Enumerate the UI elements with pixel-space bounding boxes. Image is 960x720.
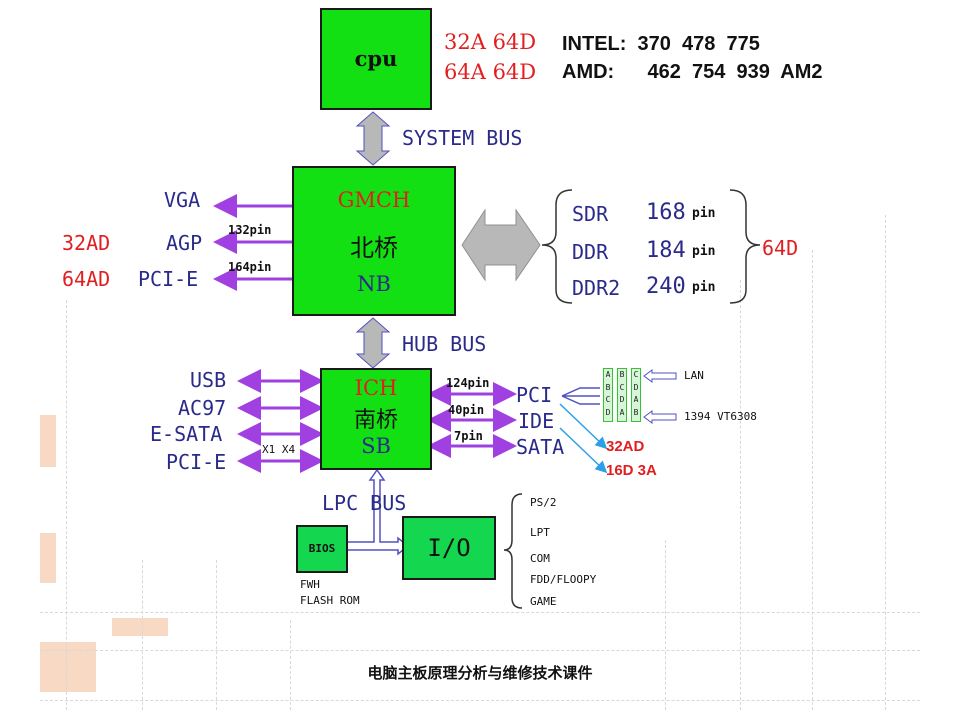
- pci-bus-width: 32AD: [606, 438, 645, 455]
- southbridge-cn-label: 南桥: [353, 408, 398, 433]
- system-bus-connector: [355, 111, 391, 166]
- northbridge-box: GMCH 北桥 NB: [292, 166, 456, 316]
- ac97-label: AC97: [178, 396, 227, 420]
- esata-label: E-SATA: [150, 422, 223, 446]
- page-caption: 电脑主板原理分析与维修技术课件: [367, 664, 593, 682]
- io-box: I/O: [402, 516, 496, 580]
- io-bracket: [503, 493, 523, 609]
- memory-unit-ddr2: pin: [692, 280, 716, 295]
- usb-label: USB: [190, 368, 227, 392]
- cpu-box: cpu: [320, 8, 432, 110]
- cpu-bus-width-2: 64A 64D: [444, 60, 537, 84]
- memory-bus-connector: [461, 208, 541, 282]
- hub-bus-connector: [355, 317, 391, 369]
- vga-label: VGA: [164, 188, 201, 212]
- firewire-label: 1394 VT6308: [684, 410, 757, 423]
- agp-pins-label: 132pin: [228, 223, 272, 237]
- southbridge-box: ICH 南桥 SB: [320, 368, 432, 470]
- pcie-lanes-label: X1 X4: [262, 443, 296, 456]
- bios-label: BIOS: [308, 542, 336, 555]
- sata-pins-label: 7pin: [454, 429, 483, 443]
- bios-fwh-note: FWH: [300, 578, 320, 591]
- io-item-com: COM: [530, 552, 550, 565]
- ide-width-pointer: [559, 427, 608, 474]
- bios-flash-note: FLASH ROM: [300, 594, 360, 607]
- firewire-connector: [643, 410, 677, 424]
- system-bus-label: SYSTEM BUS: [402, 126, 523, 150]
- cpu-bus-width-1: 32A 64D: [444, 30, 537, 54]
- nb-pcie-label: PCI-E: [138, 267, 199, 291]
- pcie-width-label: 64AD: [62, 267, 111, 291]
- io-item-game: GAME: [530, 595, 557, 608]
- memory-width-label: 64D: [762, 236, 799, 260]
- pci-slot-connector: [561, 387, 600, 405]
- ide-bus-width: 16D 3A: [606, 462, 657, 479]
- io-label: I/O: [427, 534, 471, 562]
- sb-pcie-label: PCI-E: [166, 450, 227, 474]
- hub-bus-label: HUB BUS: [402, 332, 487, 356]
- memory-unit-sdr: pin: [692, 206, 716, 221]
- gmch-label: GMCH: [337, 188, 411, 212]
- memory-bracket-left: [541, 189, 573, 304]
- pcie-pins-label: 164pin: [228, 260, 272, 274]
- memory-unit-ddr: pin: [692, 244, 716, 259]
- sb-label: SB: [361, 434, 391, 458]
- sata-label: SATA: [516, 435, 565, 459]
- pci-label: PCI: [516, 383, 553, 407]
- io-item-fdd: FDD/FLOOPY: [530, 573, 597, 586]
- pci-width-pointer: [559, 403, 608, 450]
- memory-bracket-right: [729, 189, 761, 304]
- lpc-bus-label: LPC BUS: [322, 491, 407, 515]
- nb-label: NB: [357, 272, 391, 296]
- northbridge-cn-label: 北桥: [350, 234, 398, 262]
- agp-width-label: 32AD: [62, 231, 111, 255]
- ide-label: IDE: [518, 409, 555, 433]
- io-item-ps2: PS/2: [530, 496, 557, 509]
- bios-box: BIOS: [296, 525, 348, 573]
- cpu-label: cpu: [354, 46, 398, 71]
- agp-label: AGP: [166, 231, 203, 255]
- io-item-lpt: LPT: [530, 526, 550, 539]
- memory-type-ddr2: DDR2: [572, 276, 621, 300]
- lan-connector: [643, 369, 677, 383]
- ide-pins-label: 40pin: [448, 403, 485, 417]
- lan-label: LAN: [684, 369, 704, 382]
- memory-pins-ddr2: 240: [646, 274, 686, 299]
- memory-pins-ddr: 184: [646, 238, 686, 263]
- memory-pins-sdr: 168: [646, 200, 686, 225]
- memory-type-sdr: SDR: [572, 202, 609, 226]
- amd-sockets: AMD: 462 754 939 AM2: [562, 61, 823, 83]
- intel-sockets: INTEL: 370 478 775: [562, 33, 760, 55]
- pci-pins-label: 124pin: [446, 376, 490, 390]
- ich-label: ICH: [354, 376, 398, 400]
- memory-type-ddr: DDR: [572, 240, 609, 264]
